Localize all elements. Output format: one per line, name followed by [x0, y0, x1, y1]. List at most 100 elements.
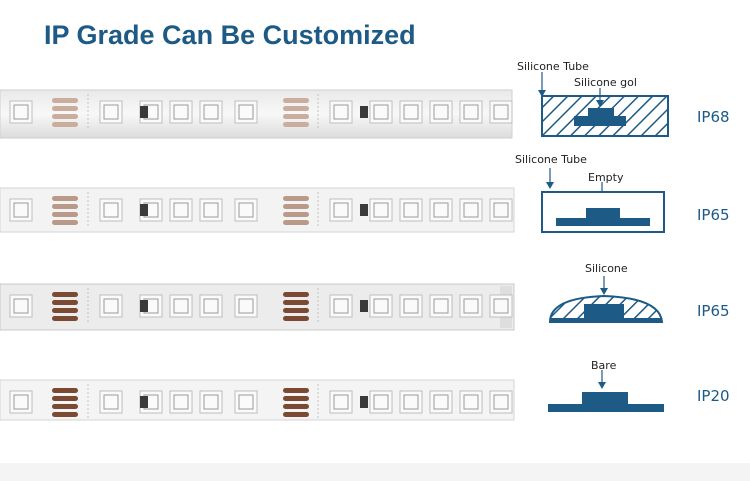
solder-pad: [52, 316, 78, 321]
led-chip-inner: [203, 298, 219, 314]
grade-ip65-coated: IP65: [697, 302, 730, 320]
led-chip: [99, 198, 123, 222]
grade-ip68: IP68: [697, 108, 730, 126]
solder-pad: [52, 388, 78, 393]
led-chip: [489, 390, 513, 414]
led-chip-inner: [433, 298, 449, 314]
solder-pad: [283, 308, 309, 313]
led-chip: [369, 198, 393, 222]
diagram-ip20-bare: [548, 370, 664, 412]
led-chip-inner: [493, 104, 509, 120]
led-chip: [489, 294, 513, 318]
led-chip: [399, 198, 423, 222]
led-chip: [369, 294, 393, 318]
resistor: [360, 204, 368, 216]
led-chip: [329, 100, 353, 124]
led-chip-inner: [403, 394, 419, 410]
led-chip: [99, 100, 123, 124]
led-chip-inner: [13, 104, 29, 120]
solder-pad: [52, 308, 78, 313]
label-empty: Empty: [588, 171, 624, 184]
led-chip: [169, 100, 193, 124]
led-chip: [329, 390, 353, 414]
led-chip-inner: [373, 104, 389, 120]
label-silicone-tube: Silicone Tube: [517, 60, 589, 73]
solder-pad: [52, 98, 78, 103]
solder-pad: [283, 114, 309, 119]
solder-pad: [283, 196, 309, 201]
led-chip-inner: [13, 202, 29, 218]
solder-pad: [283, 220, 309, 225]
led-chip-inner: [238, 104, 254, 120]
led-chip-inner: [333, 202, 349, 218]
led-chip: [399, 294, 423, 318]
led-chip-inner: [238, 202, 254, 218]
led-chip-inner: [493, 298, 509, 314]
led-chip: [459, 198, 483, 222]
solder-pad: [52, 300, 78, 305]
led-chip-inner: [333, 298, 349, 314]
led-chip-inner: [403, 104, 419, 120]
solder-pad: [283, 292, 309, 297]
led-chip: [489, 100, 513, 124]
led-chip-inner: [203, 394, 219, 410]
solder-pad: [52, 114, 78, 119]
grade-ip20: IP20: [697, 387, 730, 405]
solder-pad: [283, 122, 309, 127]
led-chip: [234, 294, 258, 318]
resistor: [140, 396, 148, 408]
led-chip-inner: [373, 202, 389, 218]
led-strip-ip65-coated: [0, 283, 515, 331]
led-strip-ip20-bare: [0, 379, 515, 421]
led-chip-inner: [333, 104, 349, 120]
led-chip-inner: [463, 394, 479, 410]
led-chip: [9, 198, 33, 222]
led-chip: [489, 198, 513, 222]
led-chip: [99, 294, 123, 318]
solder-pad: [283, 316, 309, 321]
led-chip: [329, 294, 353, 318]
resistor: [360, 300, 368, 312]
led-chip: [329, 198, 353, 222]
led-chip-inner: [203, 202, 219, 218]
led-chip-inner: [373, 394, 389, 410]
label-silicone: Silicone: [585, 262, 628, 275]
led-chip-inner: [13, 394, 29, 410]
solder-pad: [283, 388, 309, 393]
led-chip-inner: [433, 202, 449, 218]
solder-pad: [52, 106, 78, 111]
diagram-ip65-tube: [541, 168, 665, 233]
solder-pad: [52, 404, 78, 409]
led-chip: [234, 100, 258, 124]
led-chip-inner: [103, 394, 119, 410]
led-chip: [99, 390, 123, 414]
led-chip-inner: [173, 394, 189, 410]
led-chip: [234, 198, 258, 222]
grade-ip65-tube: IP65: [697, 206, 730, 224]
led-chip-inner: [103, 104, 119, 120]
resistor: [140, 300, 148, 312]
led-chip: [169, 294, 193, 318]
led-chip-inner: [493, 202, 509, 218]
solder-pad: [52, 292, 78, 297]
led-chip: [429, 294, 453, 318]
led-chip-inner: [493, 394, 509, 410]
led-chip: [199, 100, 223, 124]
resistor: [360, 106, 368, 118]
diagram-ip68: [538, 72, 669, 137]
led-chip: [9, 100, 33, 124]
led-chip-inner: [433, 394, 449, 410]
led-chip-inner: [403, 298, 419, 314]
label-bare: Bare: [591, 359, 617, 372]
solder-pad: [52, 220, 78, 225]
led-chip-inner: [463, 104, 479, 120]
led-chip: [234, 390, 258, 414]
led-chip: [459, 100, 483, 124]
led-chip: [399, 100, 423, 124]
diagram-ip65-coated: [548, 276, 664, 323]
solder-pad: [283, 98, 309, 103]
led-chip: [429, 390, 453, 414]
solder-pad: [52, 412, 78, 417]
solder-pad: [52, 122, 78, 127]
led-chip-inner: [238, 298, 254, 314]
